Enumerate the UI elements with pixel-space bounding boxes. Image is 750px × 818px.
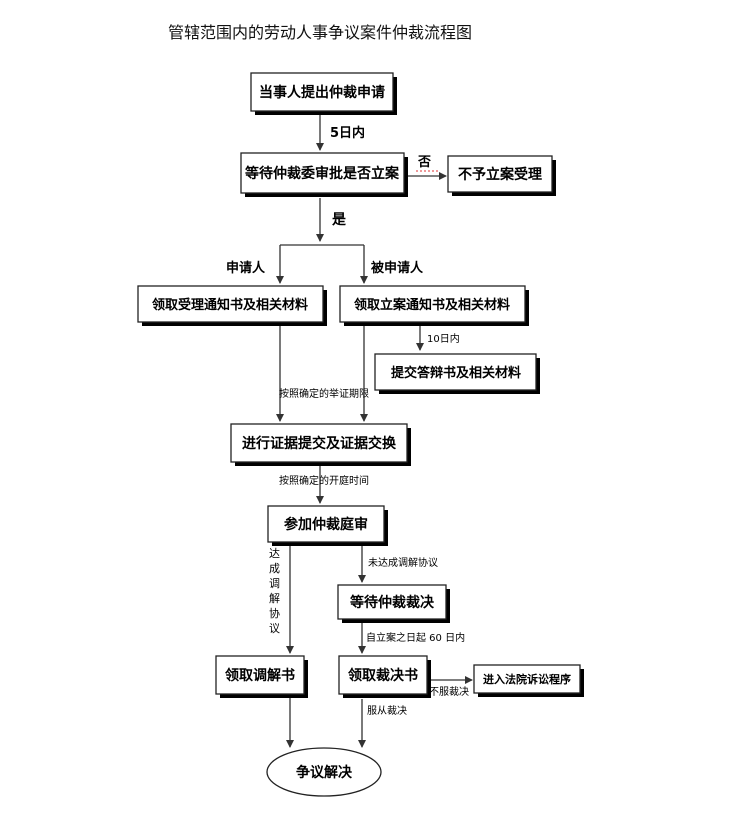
node-applicant-docs-label: 领取受理通知书及相关材料: [152, 297, 308, 313]
label-accept: 服从裁决: [367, 704, 407, 717]
node-resolved-label: 争议解决: [296, 764, 353, 781]
node-evidence: 进行证据提交及证据交换: [230, 423, 411, 466]
node-await-award: 等待仲裁裁决: [337, 584, 450, 623]
node-award: 领取裁决书: [338, 655, 431, 698]
node-evidence-label: 进行证据提交及证据交换: [242, 435, 397, 452]
node-review: 等待仲裁委审批是否立案: [240, 152, 408, 197]
node-apply-label: 当事人提出仲裁申请: [259, 84, 385, 101]
label-applicant: 申请人: [226, 260, 266, 276]
label-five-days: 5日内: [330, 125, 365, 141]
node-reject-label: 不予立案受理: [458, 166, 542, 183]
node-respondent-docs-label: 领取立案通知书及相关材料: [354, 297, 510, 313]
node-mediation: 领取调解书: [215, 655, 308, 698]
label-evidence-period: 按照确定的举证期限: [279, 387, 369, 400]
node-review-label: 等待仲裁委审批是否立案: [245, 165, 400, 182]
node-hearing: 参加仲裁庭审: [267, 505, 388, 546]
label-hearing-time: 按照确定的开庭时间: [279, 474, 369, 487]
label-ten-days: 10日内: [427, 332, 460, 345]
node-resolved: 争议解决: [266, 747, 382, 797]
node-reject: 不予立案受理: [447, 155, 556, 196]
node-court: 进入法院诉讼程序: [473, 664, 584, 697]
label-not-mediated: 未达成调解协议: [368, 556, 438, 569]
edge-labels: 5日内 否 是 申请人 被申请人 10日内 按照确定的举证期限 按照确定的开庭时…: [226, 125, 469, 717]
node-hearing-label: 参加仲裁庭审: [284, 516, 368, 533]
node-defense: 提交答辩书及相关材料: [374, 353, 540, 394]
label-mediated: 达成调解协议: [269, 547, 280, 635]
node-applicant-docs: 领取受理通知书及相关材料: [137, 285, 327, 326]
label-yes: 是: [332, 212, 347, 228]
label-no: 否: [417, 155, 431, 170]
node-mediation-label: 领取调解书: [225, 667, 295, 684]
node-await-award-label: 等待仲裁裁决: [350, 594, 435, 611]
label-respondent: 被申请人: [370, 260, 424, 276]
node-respondent-docs: 领取立案通知书及相关材料: [339, 285, 529, 326]
label-disagree: 不服裁决: [429, 685, 469, 698]
node-defense-label: 提交答辩书及相关材料: [391, 365, 521, 381]
label-sixty-days: 自立案之日起 60 日内: [366, 631, 465, 644]
page-title: 管辖范围内的劳动人事争议案件仲裁流程图: [168, 23, 473, 42]
node-award-label: 领取裁决书: [348, 667, 418, 684]
connectors: [276, 114, 473, 748]
node-apply: 当事人提出仲裁申请: [250, 72, 397, 115]
node-court-label: 进入法院诉讼程序: [483, 672, 571, 686]
